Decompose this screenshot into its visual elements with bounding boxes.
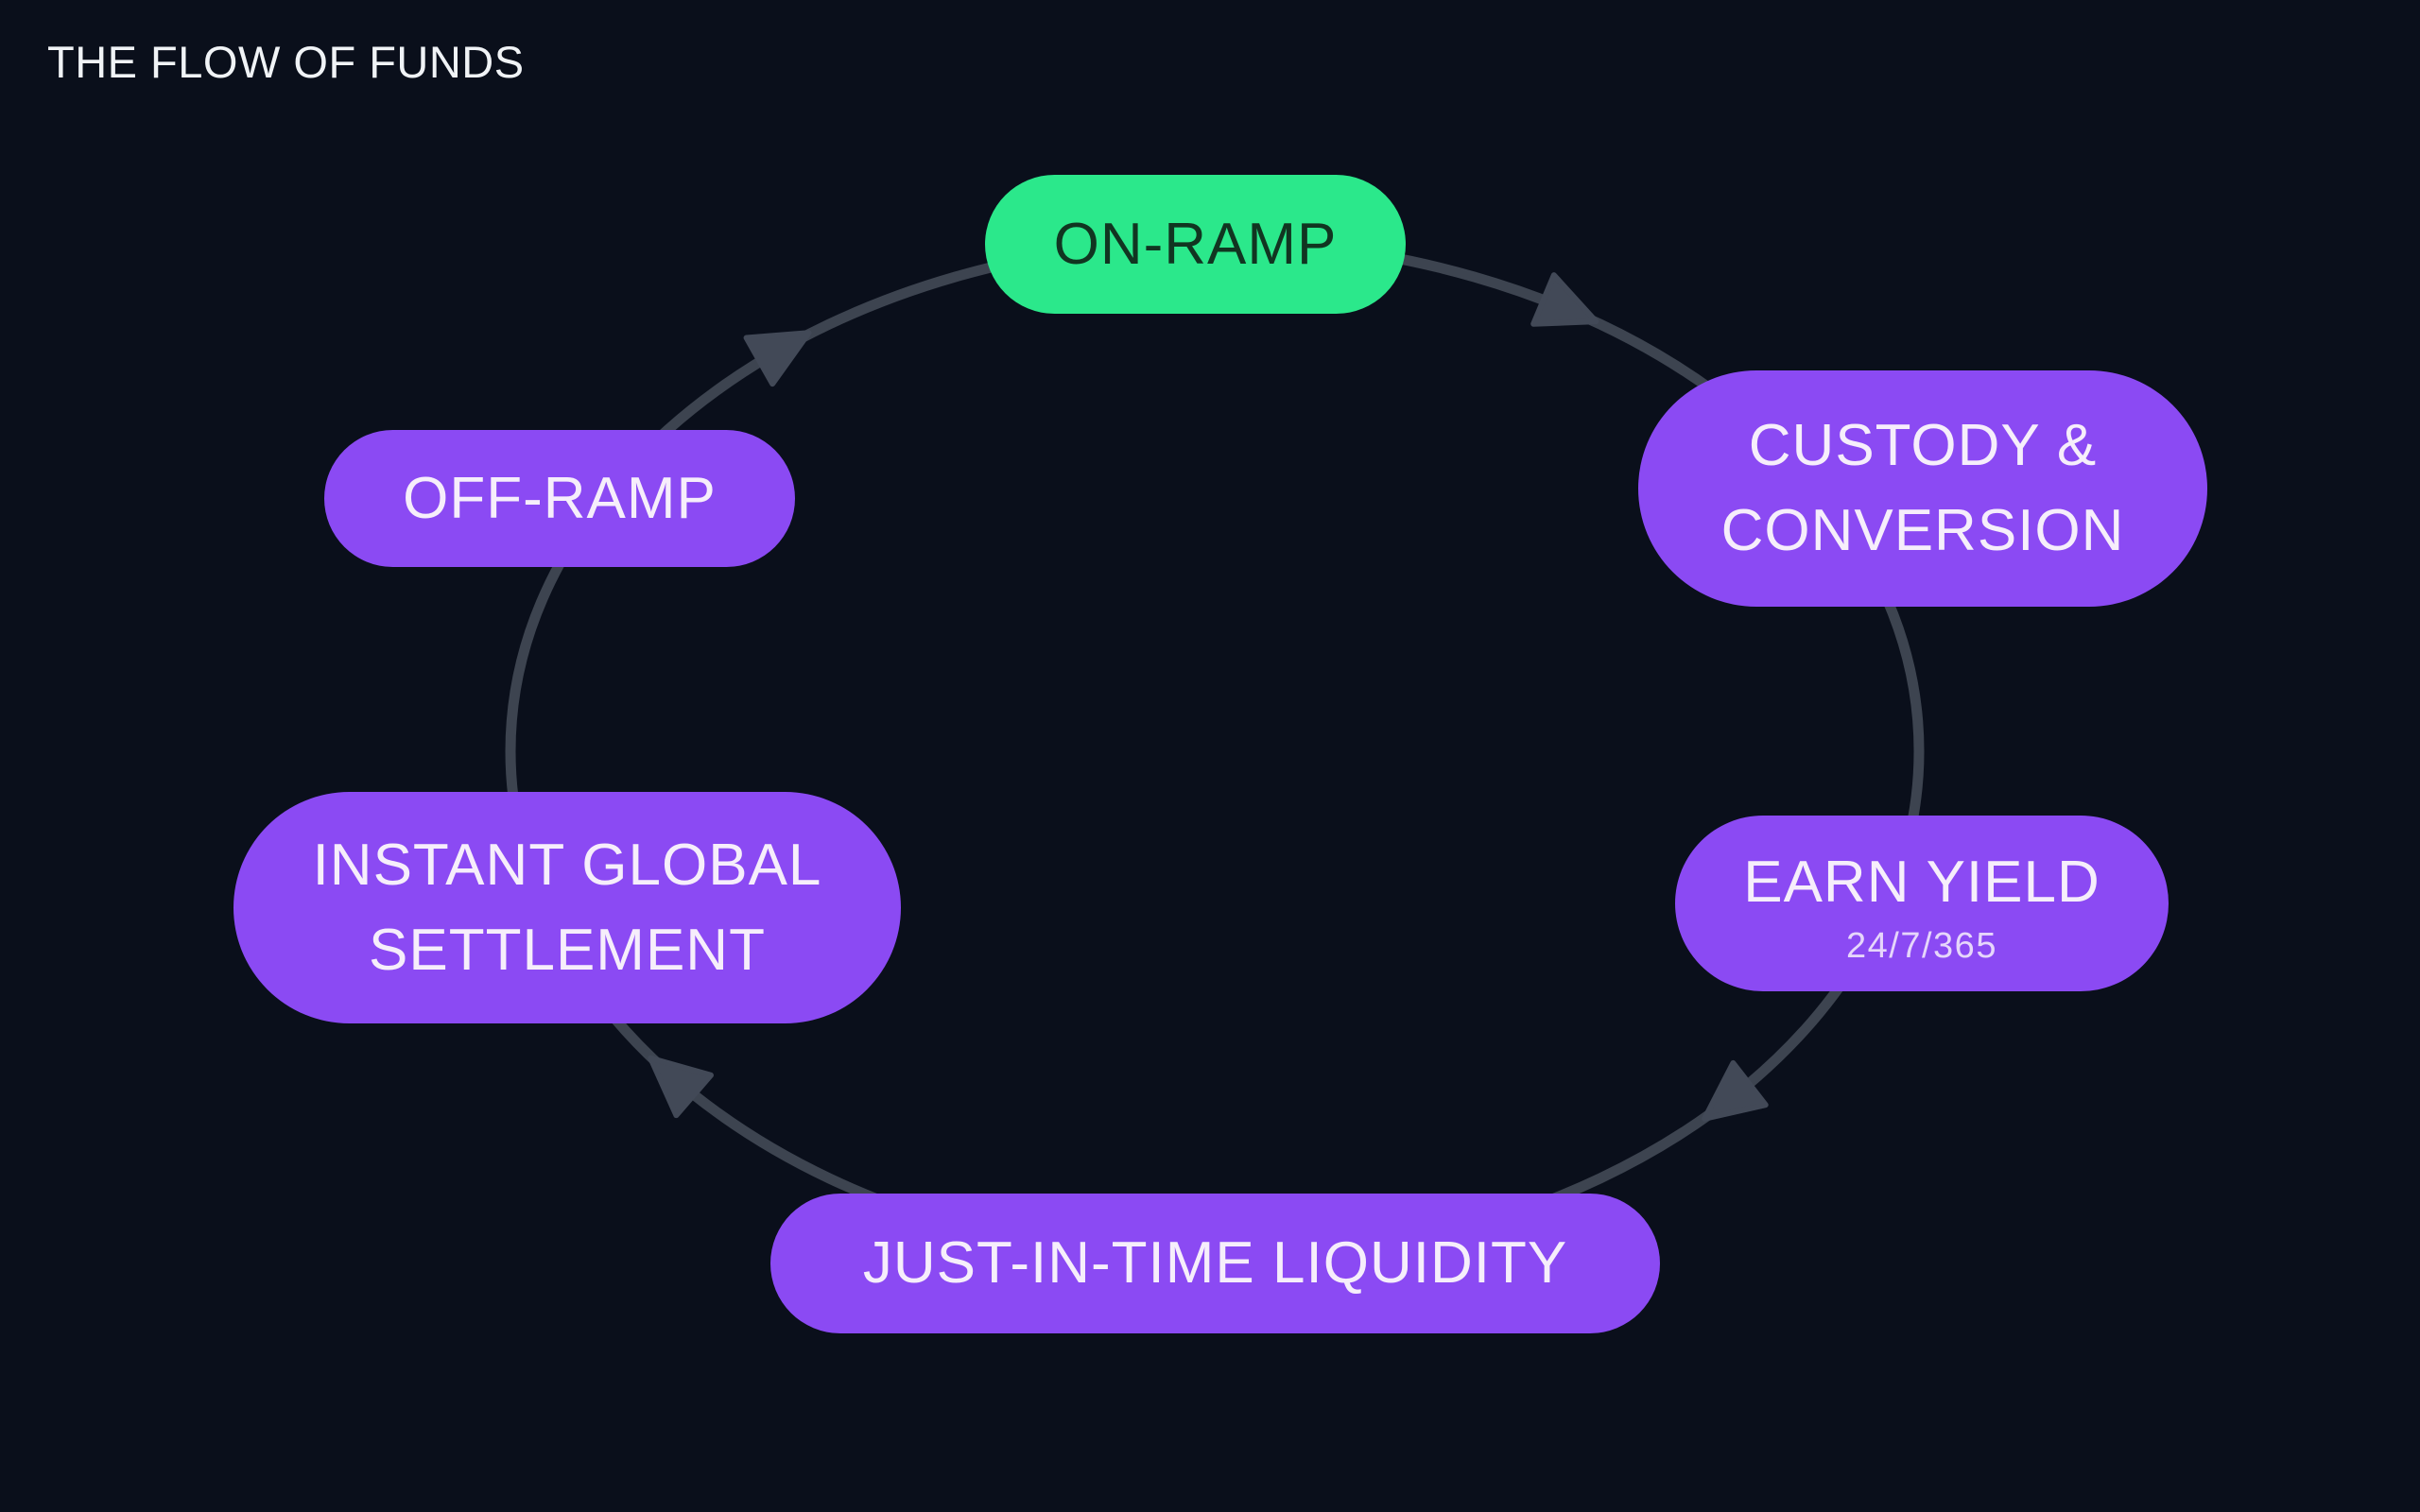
node-earn-yield: EARN YIELD 24/7/365: [1675, 816, 2169, 991]
node-label: ON-RAMP: [1053, 211, 1338, 277]
node-on-ramp: ON-RAMP: [985, 175, 1406, 314]
flow-arrow-bottom-right-icon: [1702, 1059, 1769, 1122]
node-label: CUSTODY & CONVERSION: [1720, 413, 2125, 563]
node-label: INSTANT GLOBAL SETTLEMENT: [312, 832, 822, 983]
node-off-ramp: OFF-RAMP: [324, 430, 795, 567]
node-instant-global-settlement: INSTANT GLOBAL SETTLEMENT: [233, 792, 901, 1023]
flow-arrow-top-left-icon: [743, 330, 812, 387]
node-sublabel: 24/7/365: [1846, 926, 1997, 967]
node-just-in-time-liquidity: JUST-IN-TIME LIQUIDITY: [770, 1194, 1660, 1333]
node-label: EARN YIELD: [1743, 850, 2100, 916]
flow-arrow-top-right-icon: [1530, 272, 1599, 327]
node-custody-conversion: CUSTODY & CONVERSION: [1638, 370, 2207, 607]
flow-arrow-bottom-left-icon: [648, 1055, 714, 1119]
page-title: THE FLOW OF FUNDS: [47, 37, 525, 87]
node-label: OFF-RAMP: [403, 465, 717, 531]
node-label: JUST-IN-TIME LIQUIDITY: [862, 1230, 1568, 1297]
